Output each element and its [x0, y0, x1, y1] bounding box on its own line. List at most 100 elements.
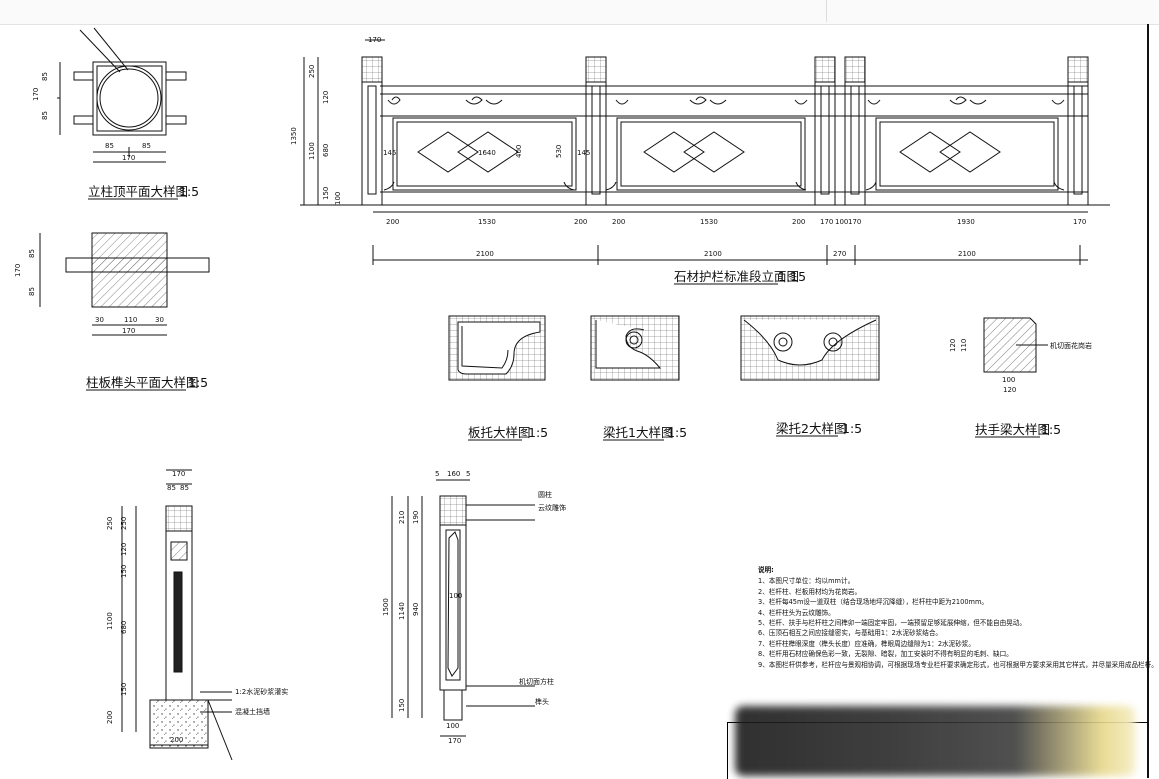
dim-postelev-190: 190 — [412, 511, 420, 524]
beam-bracket-2-title: 梁托2大样图 — [776, 421, 846, 436]
dim-elev-170a: 170 — [820, 218, 833, 226]
tenon-plan-scale: 1:5 — [188, 375, 208, 390]
dim-postelev-150: 150 — [398, 699, 406, 712]
dim-elev-150: 150 — [322, 187, 330, 200]
note-item: 6、压顶石相互之间应接缝密实，与基础用1：2水泥砂浆结合。 — [758, 629, 943, 638]
dim-elev-145b: 145 — [577, 149, 590, 157]
handrail-beam-scale: 1:5 — [1041, 422, 1061, 437]
board-bracket-title: 板托大样图 — [468, 425, 531, 440]
dim-post-85b: 85 — [41, 111, 49, 120]
dim-elev-1640: 1640 — [478, 149, 496, 157]
dim-postelev-1140: 1140 — [398, 602, 406, 620]
dim-tenon-30b: 30 — [155, 316, 164, 324]
dim-tenon-170b: 170 — [122, 327, 135, 335]
elevation-scale: 1:15 — [778, 269, 806, 284]
dim-section-1100: 1100 — [106, 612, 114, 630]
dim-postelev-160: 160 — [447, 470, 460, 478]
dim-elev-1350: 1350 — [290, 127, 298, 145]
title-block-redacted — [727, 706, 1148, 779]
dim-postelev-210: 210 — [398, 511, 406, 524]
dim-elev-200b: 200 — [574, 218, 587, 226]
dim-section-85b: 85 — [180, 484, 189, 492]
design-notes: 说明: 1、本图尺寸单位：均以mm计。 2、栏杆柱、栏板用材均为花岗岩。 3、栏… — [758, 565, 1158, 670]
dim-section-250a: 250 — [106, 517, 114, 530]
beam-bracket-1-detail — [590, 315, 680, 381]
dim-elev-200c: 200 — [612, 218, 625, 226]
dim-postelev-100: 100 — [449, 592, 462, 600]
viewer-toolbar — [0, 0, 1159, 25]
dim-elev-2100a: 2100 — [476, 250, 494, 258]
label-cloud-carving: 云纹雕饰 — [538, 503, 566, 512]
board-bracket-scale: 1:5 — [528, 425, 548, 440]
post-top-plan — [57, 27, 187, 163]
dim-post-85c: 85 — [105, 142, 114, 150]
label-tenon: 榫头 — [535, 697, 549, 706]
note-item: 9、本图栏杆供参考，栏杆应与景观相协调，可根据现场专业栏杆要求确定形式，也可根据… — [758, 660, 1158, 669]
post-top-plan-scale: 1:5 — [179, 184, 199, 199]
dim-section-120: 120 — [120, 543, 128, 556]
note-item: 5、栏杆、扶手与栏杆柱之间榫卯一端固定牢固，一端预留足够延展伸缩，但不能自由晃动… — [758, 619, 1026, 628]
dim-elev-1930: 1930 — [957, 218, 975, 226]
label-concrete-base: 混凝土挡墙 — [235, 707, 270, 716]
redaction-blur — [735, 706, 1135, 776]
dim-tenon-85a: 85 — [28, 249, 36, 258]
handrail-beam-title: 扶手梁大样图 — [975, 422, 1050, 437]
dim-elev-200d: 200 — [792, 218, 805, 226]
dim-handrail-100: 100 — [1002, 376, 1015, 384]
dim-handrail-110: 110 — [960, 339, 968, 352]
dim-handrail-120: 120 — [949, 339, 957, 352]
dim-post-85d: 85 — [142, 142, 151, 150]
dim-elev-1100: 1100 — [308, 142, 316, 160]
dim-elev-2100b: 2100 — [704, 250, 722, 258]
dim-elev-1530b: 1530 — [700, 218, 718, 226]
dim-elev-400: 400 — [515, 145, 523, 158]
elevation-title: 石材护栏标准段立面图 — [674, 269, 799, 284]
note-item: 7、栏杆柱榫眼深度（榫头长度）应准确，榫眼周边缝隙为1：2水泥砂浆。 — [758, 639, 975, 648]
dim-postelev-940: 940 — [412, 603, 420, 616]
note-item: 2、栏杆柱、栏板用材均为花岗岩。 — [758, 587, 862, 596]
dim-section-200b: 200 — [170, 736, 183, 744]
dim-elev-145a: 145 — [383, 149, 396, 157]
toolbar-divider — [826, 0, 827, 22]
board-bracket-detail — [448, 315, 546, 381]
dim-section-150b: 150 — [120, 683, 128, 696]
dim-tenon-30a: 30 — [95, 316, 104, 324]
note-item: 4、栏杆柱头为云纹雕饰。 — [758, 608, 835, 617]
tenon-plan — [39, 232, 210, 336]
dim-section-150a: 150 — [120, 565, 128, 578]
dim-elev-170b: 170 — [848, 218, 861, 226]
notes-heading: 说明: — [758, 566, 774, 574]
dim-elev-680: 680 — [322, 144, 330, 157]
dim-postelev-1500: 1500 — [382, 598, 390, 616]
dim-postelev-100b: 100 — [446, 722, 459, 730]
sheet-border-right — [1147, 24, 1149, 778]
note-item: 1、本图尺寸单位：均以mm计。 — [758, 577, 855, 586]
dim-postelev-5a: 5 — [435, 470, 439, 478]
dim-elev-100b: 100 — [835, 218, 848, 226]
beam-bracket-1-scale: 1:5 — [667, 425, 687, 440]
railing-elevation — [300, 39, 1110, 265]
beam-bracket-1-title: 梁托1大样图 — [603, 425, 673, 440]
dim-elev-100: 100 — [334, 192, 342, 205]
dim-section-200: 200 — [106, 711, 114, 724]
post-elevation — [391, 479, 535, 737]
dim-section-250b: 250 — [120, 517, 128, 530]
note-item: 8、栏杆用石材应确保色彩一致，无裂隙、暗裂，加工安装时不得有明显的毛刺、缺口。 — [758, 650, 1013, 659]
dim-elev-530: 530 — [555, 145, 563, 158]
dim-elev-2100c: 2100 — [958, 250, 976, 258]
dim-section-680: 680 — [120, 621, 128, 634]
dim-postelev-5b: 5 — [466, 470, 470, 478]
beam-bracket-2-detail — [740, 315, 880, 381]
note-item: 3、栏杆每45m设一道双柱（结合现场地坪沉降缝），栏杆柱中距为2100mm。 — [758, 598, 988, 607]
dim-tenon-110: 110 — [124, 316, 137, 324]
dim-elev-120: 120 — [322, 91, 330, 104]
dim-post-170: 170 — [32, 88, 40, 101]
label-mortar: 1:2水泥砂浆灌实 — [235, 687, 288, 696]
label-machine-cut-post: 机切面方柱 — [519, 677, 554, 686]
dim-postelev-170: 170 — [448, 737, 461, 745]
dim-elev-250: 250 — [308, 65, 316, 78]
dim-post-170b: 170 — [122, 154, 135, 162]
tenon-plan-title: 柱板榫头平面大样图 — [86, 375, 199, 390]
label-machine-cut-surface: 机切面花岗岩 — [1050, 341, 1092, 350]
